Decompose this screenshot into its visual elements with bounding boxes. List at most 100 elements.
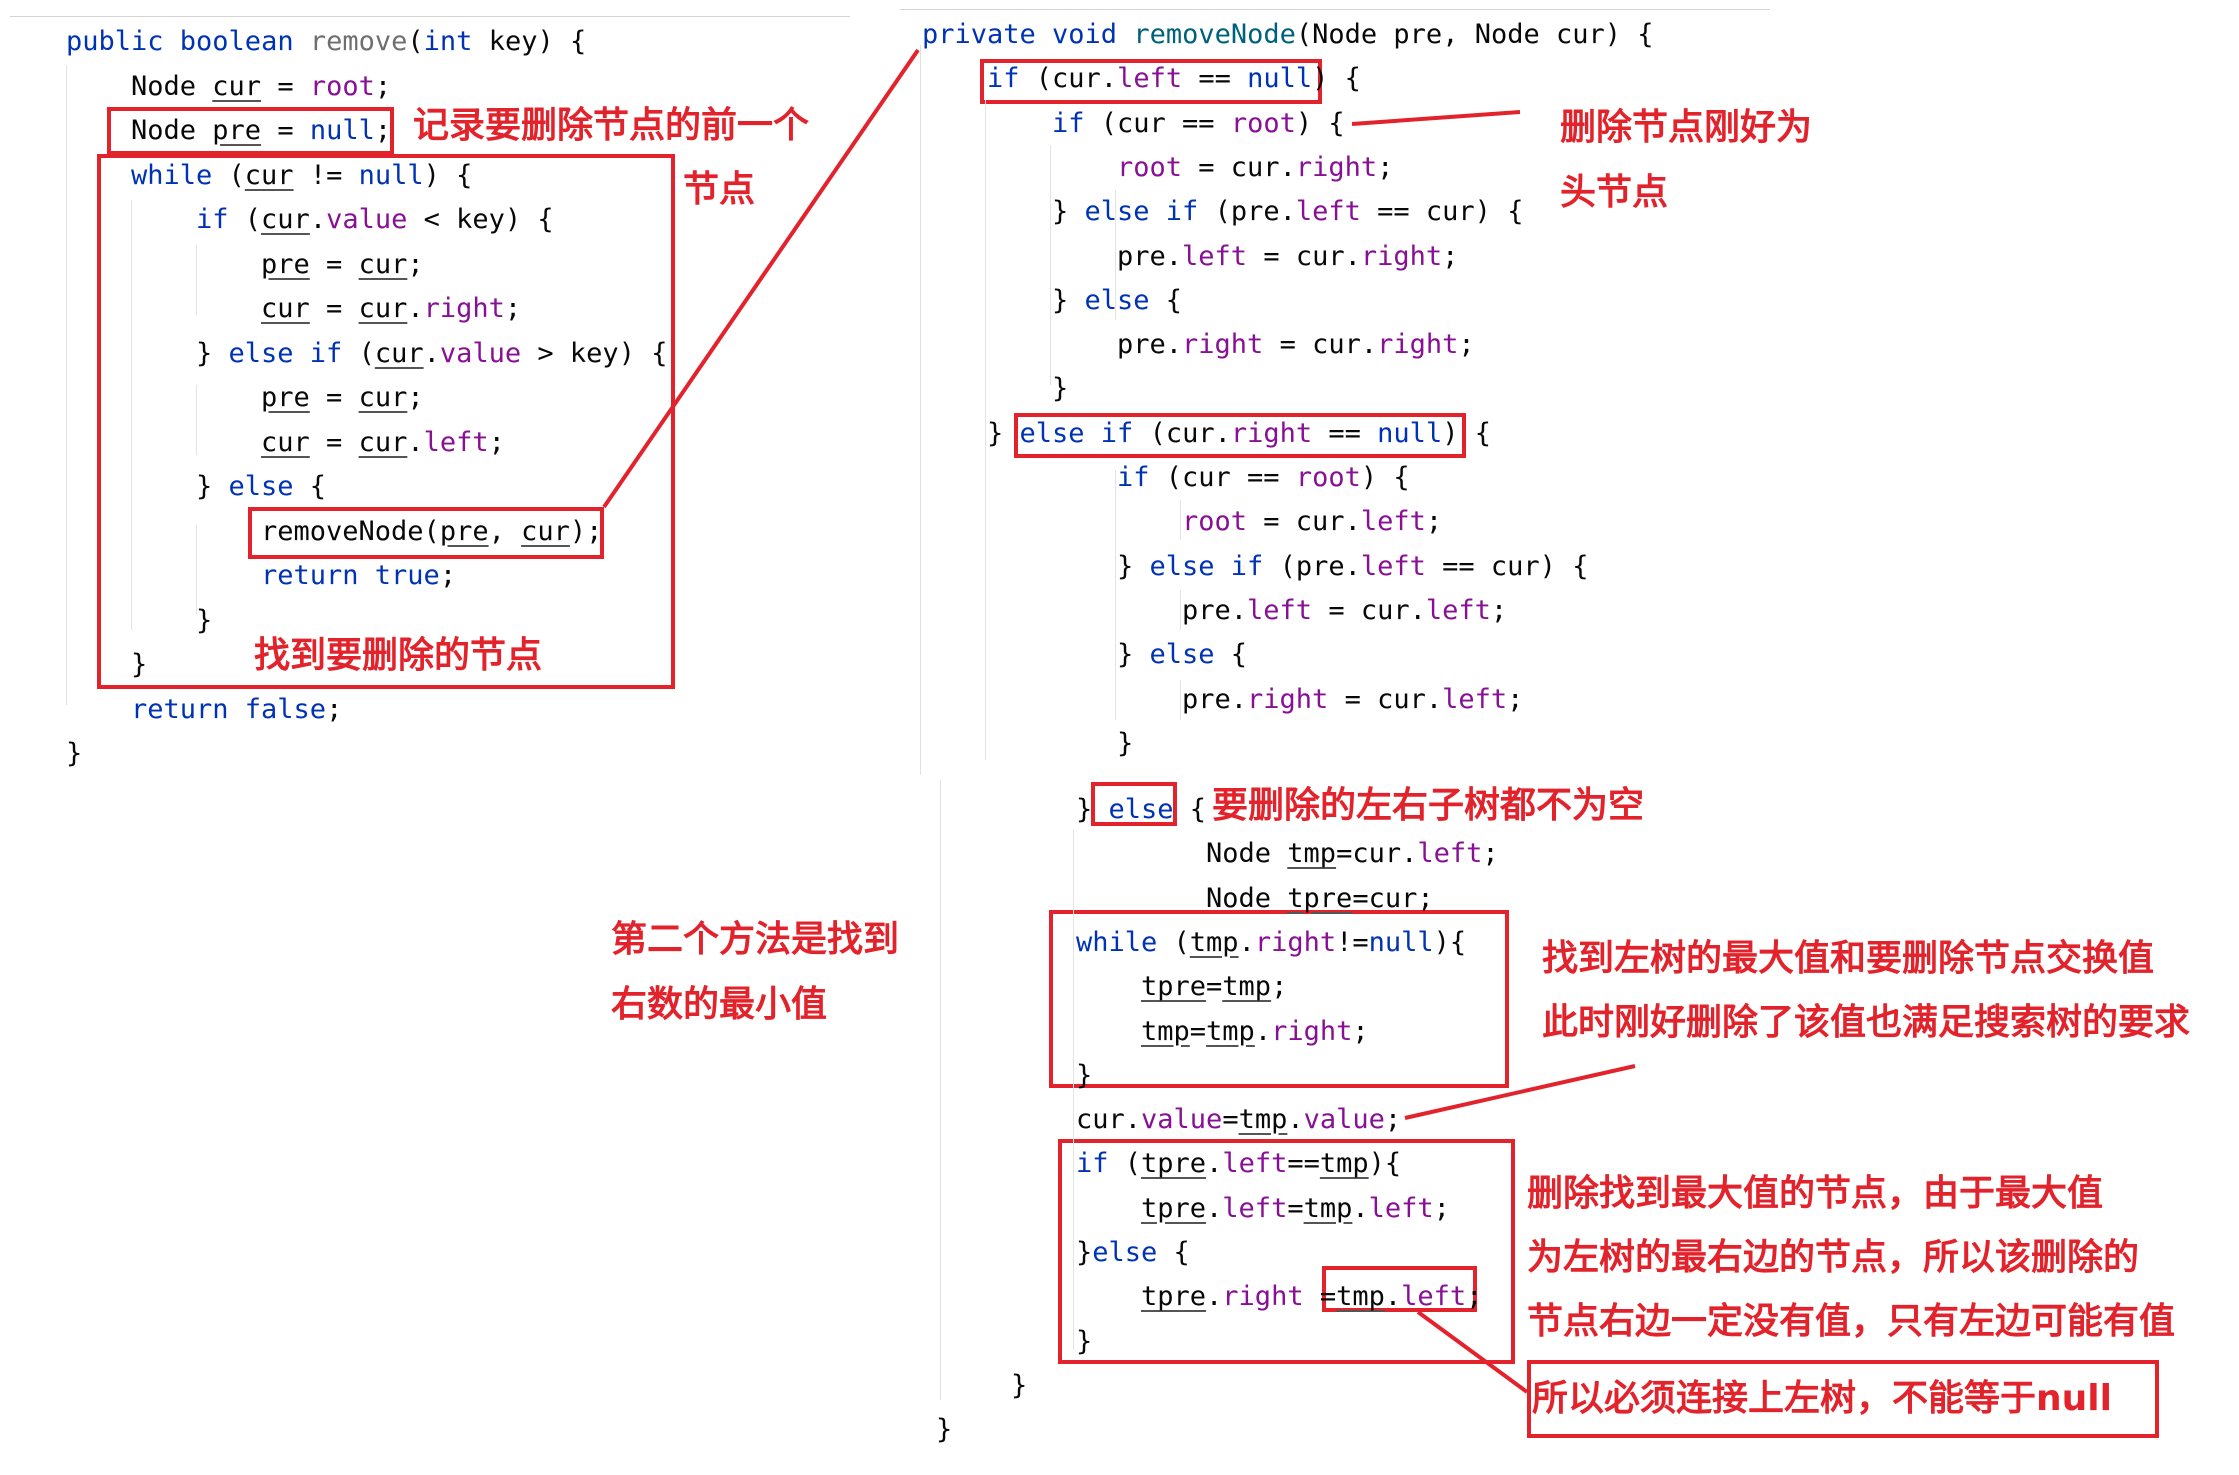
code-token: Node [1206,838,1288,870]
code-token: = cur. [1247,240,1361,272]
left-code-line: cur = cur.left; [261,421,505,465]
code-token: tmp [1287,838,1337,870]
code-token: (cur == [1084,107,1231,139]
code-token: removeNode( [261,515,440,547]
code-token: cur. [1076,1104,1142,1136]
code-token: } [987,417,1020,449]
code-token: = cur. [1328,683,1443,715]
code-token: tmp [1303,1192,1353,1224]
code-token: cur [374,337,424,369]
highlight-left-null [980,59,1322,104]
code-token: ; [1352,1015,1369,1047]
code-token: . [1206,1281,1223,1313]
code-token: pre. [1182,594,1248,626]
code-token: = [309,248,359,280]
bottom-code-line: }else { [1076,1231,1190,1275]
code-token: = [1303,1281,1337,1313]
right-code-line: if (cur.left == null) { [987,57,1361,101]
connector-must-link [1416,1310,1529,1394]
bottom-code-line: Node tpre=cur; [1206,877,1434,921]
code-token: pre [261,382,310,413]
code-token: right [1254,926,1337,958]
highlight-tmp-left [1322,1266,1477,1312]
code-token: (cur. [1019,63,1118,95]
code-token: cur [358,248,408,280]
code-token: . [309,204,327,235]
bottom-code-line: Node tmp=cur.left; [1206,832,1499,876]
highlight-else [1091,782,1177,826]
code-token: ) { [1312,63,1361,95]
left-code-line: return false; [131,688,342,732]
code-token: root [1230,107,1296,139]
code-token: tmp [1189,926,1239,958]
bottom-code-line: tpre=tmp; [1141,965,1287,1009]
code-token: { [1157,1237,1190,1268]
bottom-code-line: } [1076,1320,1092,1364]
code-token: tpre [1141,971,1207,1003]
left-code-line: pre = cur; [261,376,424,420]
code-token: ; [1271,971,1288,1003]
right-code-line: private void removeNode(Node pre, Node c… [922,13,1654,57]
code-token: = cur. [1263,329,1378,361]
code-token: while [131,159,213,191]
code-token: left [1442,683,1508,715]
right-code-line: pre.left = cur.left; [1182,589,1507,633]
code-token: root [1117,151,1183,183]
note-both-subtrees: 要删除的左右子树都不为空 [1212,785,1645,826]
note-delete-max-2: 为左树的最右边的节点，所以该删除的 [1527,1237,2140,1278]
code-token: } [1076,794,1109,825]
code-token: null [309,115,375,146]
indent-guide [196,385,197,455]
code-token: ) { [1360,462,1410,493]
right-code-line: root = cur.right; [1117,146,1393,190]
code-token: } [1117,727,1134,759]
code-token: while [1076,926,1158,958]
code-token: left [1295,196,1361,228]
code-token: tmp [1141,1015,1190,1047]
bottom-code-line: tpre.right =tmp.left; [1141,1275,1482,1319]
code-token: . [1287,1104,1304,1136]
code-token: } [1117,639,1150,671]
code-token: < key) { [407,204,554,235]
left-code-line: if (cur.value < key) { [196,198,554,242]
code-token: tmp [1206,1015,1255,1047]
code-token: removeNode [1133,19,1296,50]
left-code-line: } else { [196,465,326,509]
code-token: pre [439,515,489,547]
code-token: cur [212,70,262,102]
right-code-line: } else if (pre.left == cur) { [1117,545,1588,589]
code-token: if [1076,1148,1109,1180]
indent-guide [1050,145,1051,385]
code-token: left [1247,594,1313,626]
highlight-pre-declaration [107,107,394,155]
code-token: ){ [1433,926,1467,958]
code-token: } [1052,196,1085,228]
code-token: ( [342,337,375,369]
code-token: public boolean [66,26,310,57]
right-code-line: } else if (cur.right == null) { [987,412,1491,456]
code-token: ; [1466,1281,1483,1313]
code-token: ; [1458,329,1475,361]
code-token: = [309,293,359,324]
bottom-code-line: } else { [1076,788,1206,832]
bottom-code-line: } [1011,1364,1027,1408]
code-token: root [1182,506,1248,538]
code-token: left [423,426,489,458]
code-token: . [407,293,424,324]
code-token: left [1360,550,1426,582]
code-token: null [1377,417,1443,449]
indent-guide [196,245,197,315]
code-token: != [293,159,359,191]
code-token: remove [309,26,408,57]
code-token: == cur) { [1360,196,1524,228]
right-panel-top-border [900,9,1770,10]
right-code-line: } [1117,722,1133,766]
code-token: right [1182,329,1264,361]
code-token: right [1271,1015,1353,1047]
code-token: } [1011,1369,1028,1401]
code-token: tmp [1336,1281,1385,1313]
code-token: if [1117,462,1150,493]
code-token: tmp [1319,1148,1369,1180]
code-token: private void [922,19,1134,50]
